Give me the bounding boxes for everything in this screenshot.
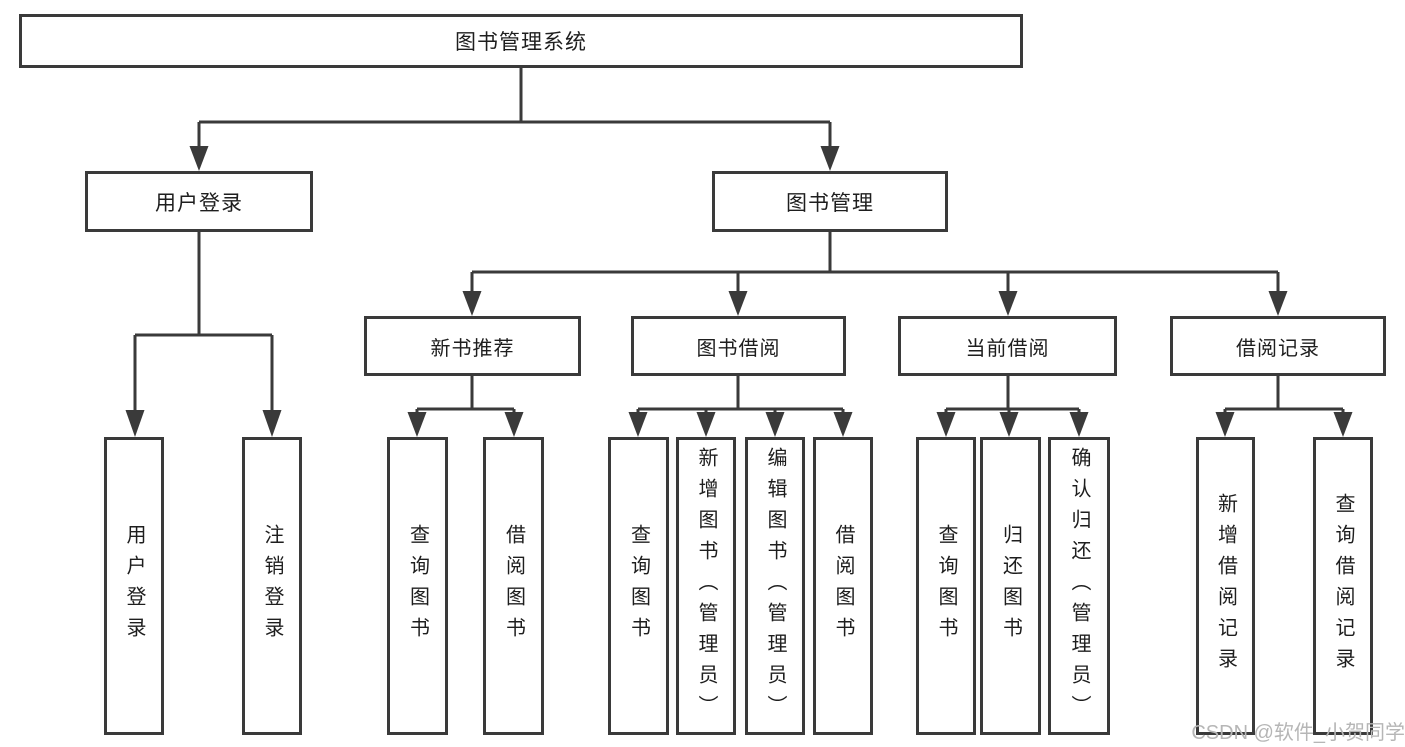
arrowhead-icon-group-recommend <box>407 412 524 437</box>
connector-bookmgmt-to-level2 <box>470 232 1280 293</box>
leaf-query-borrow-record: 查询借阅记录 <box>1313 437 1373 735</box>
leaf-query-books-recommend: 查询图书 <box>387 437 448 735</box>
node-book-management: 图书管理 <box>712 171 948 232</box>
connector-records-to-leaves <box>1223 376 1345 414</box>
node-new-book-recommend: 新书推荐 <box>364 316 581 376</box>
leaf-query-books-borrowing: 查询图书 <box>608 437 669 735</box>
leaf-add-borrow-record: 新增借阅记录 <box>1196 437 1255 735</box>
leaf-return-books: 归还图书 <box>980 437 1041 735</box>
connector-borrowing-to-leaves <box>636 376 845 414</box>
arrowhead-icon-group-level2 <box>462 291 1288 316</box>
node-current-borrowing: 当前借阅 <box>898 316 1117 376</box>
node-user-login: 用户登录 <box>85 171 313 232</box>
leaf-borrow-books-borrowing: 借阅图书 <box>813 437 873 735</box>
node-book-borrowing: 图书借阅 <box>631 316 846 376</box>
arrowhead-icon-group-records <box>1215 412 1353 437</box>
connector-root-to-level1 <box>197 68 832 149</box>
leaf-query-books-current: 查询图书 <box>916 437 976 735</box>
arrowhead-icon-group-userlogin <box>125 410 282 437</box>
csdn-watermark: CSDN @软件_小贺同学 <box>1191 722 1405 744</box>
leaf-borrow-books-recommend: 借阅图书 <box>483 437 544 735</box>
node-root-book-management-system: 图书管理系统 <box>19 14 1023 68</box>
leaf-logout-login: 注销登录 <box>242 437 302 735</box>
arrowhead-icon-group-borrowing <box>628 412 853 437</box>
leaf-edit-books-admin: 编辑图书（管理员） <box>745 437 805 735</box>
arrowhead-icon-group-level1 <box>189 146 840 171</box>
connector-current-to-leaves <box>944 376 1081 414</box>
arrowhead-icon-group-current <box>936 412 1089 437</box>
leaf-user-login: 用户登录 <box>104 437 164 735</box>
connector-userlogin-to-leaves <box>133 232 274 412</box>
node-borrowing-records: 借阅记录 <box>1170 316 1386 376</box>
connector-recommend-to-leaves <box>415 376 516 414</box>
leaf-add-books-admin: 新增图书（管理员） <box>676 437 736 735</box>
leaf-confirm-return-admin: 确认归还（管理员） <box>1048 437 1110 735</box>
